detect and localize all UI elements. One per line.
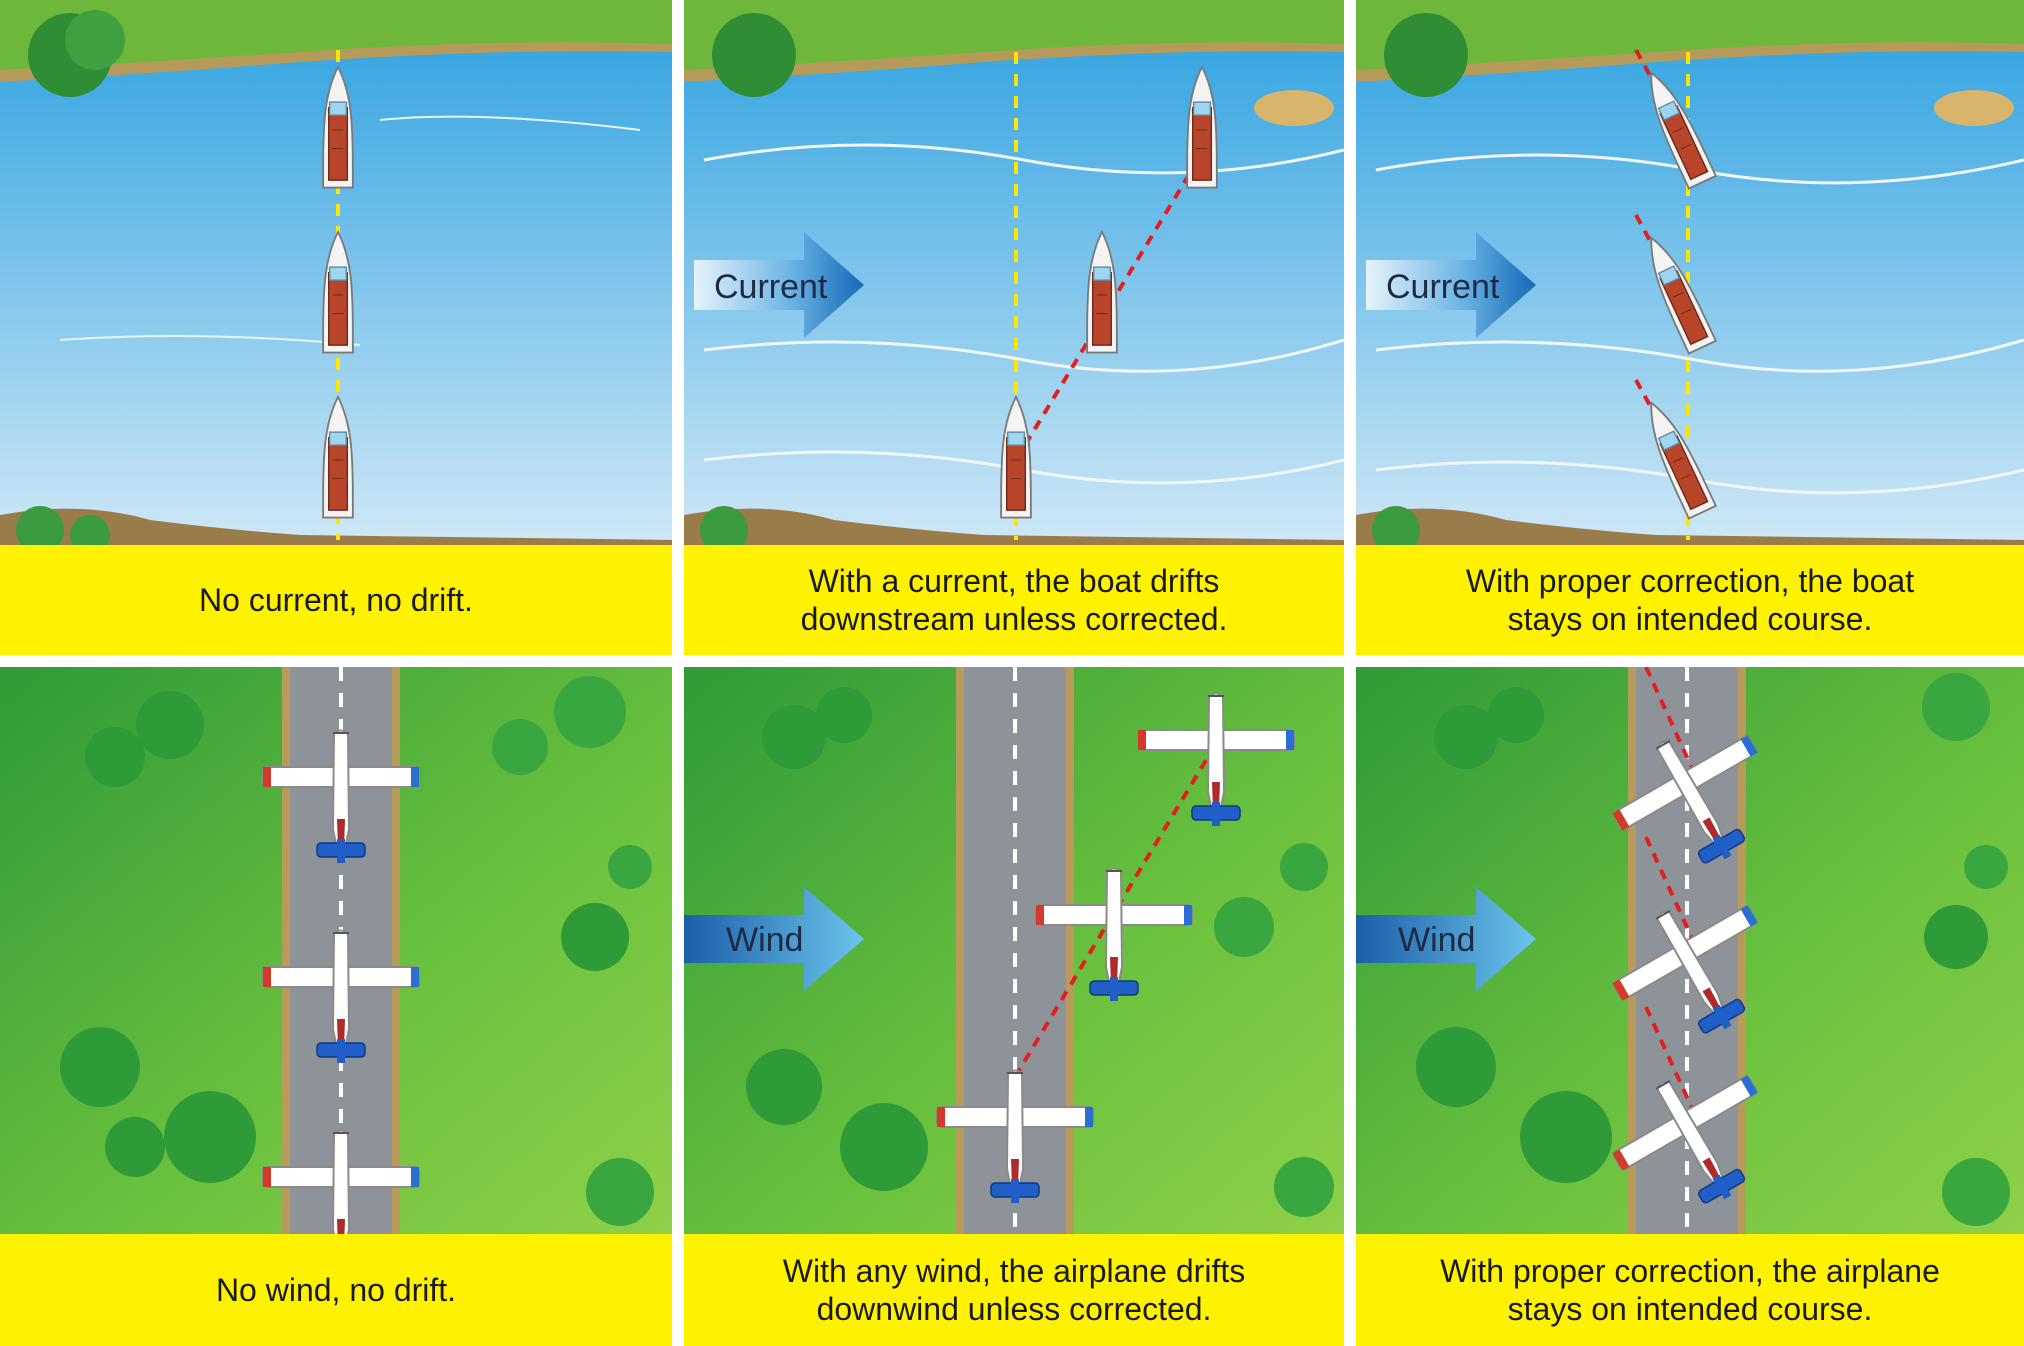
caption-text: No wind, no drift. [215,1272,457,1308]
caption-line-1: With proper correction, the airplane [1440,1253,1940,1289]
wind-label: Wind [1398,921,1475,959]
panel-boat-corrected: Current With proper correction, the boat… [1356,0,2024,655]
current-label: Current [1386,268,1500,306]
panel-plane-wind-drift: Wind With any wind, the airplane drifts … [684,667,1344,1346]
wind-label: Wind [726,921,803,959]
caption: With proper correction, the boat stays o… [1356,545,2024,655]
caption: With a current, the boat drifts downstre… [684,545,1344,655]
heading-line [1644,667,1698,778]
caption-line-2: stays on intended course. [1507,601,1873,637]
wind-arrow [684,887,864,991]
caption: No current, no drift. [0,545,672,655]
far-shore [0,0,672,80]
caption-line-2: downwind unless corrected. [816,1291,1212,1327]
caption: With any wind, the airplane drifts downw… [684,1234,1344,1346]
current-arrow [694,232,864,338]
caption: No wind, no drift. [0,1234,672,1346]
caption-line-2: stays on intended course. [1507,1291,1873,1327]
caption-text: No current, no drift. [199,582,473,618]
wind-arrow [1356,887,1536,991]
caption-line-1: With a current, the boat drifts [808,563,1220,599]
current-arrow [1366,232,1536,338]
tree [136,691,204,759]
caption-line-2: downstream unless corrected. [800,601,1228,637]
caption: With proper correction, the airplane sta… [1356,1234,2024,1346]
panel-plane-corrected: Wind With proper correction, the airplan… [1356,667,2024,1346]
caption-line-1: With any wind, the airplane drifts [782,1253,1246,1289]
panel-boat-current-drift: Current With a current, the boat drifts … [684,0,1344,655]
caption-line-1: With proper correction, the boat [1465,563,1915,599]
panel-plane-no-wind: No wind, no drift. [0,667,672,1346]
near-shore [0,508,672,545]
heading-line [1644,1006,1698,1118]
panel-boat-no-current: No current, no drift. [0,0,672,655]
heading-line [1644,836,1698,948]
current-label: Current [714,268,828,306]
